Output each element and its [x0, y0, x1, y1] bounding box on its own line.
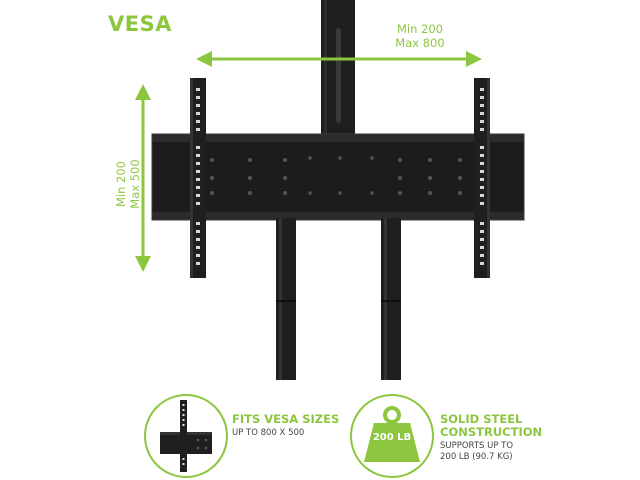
weight-feature-badge: 200 LB [350, 394, 434, 478]
vesa-title: VESA [108, 12, 172, 36]
support-poles [276, 218, 401, 380]
plate-holes [210, 156, 462, 195]
horizontal-min-label: Min 200 [396, 22, 443, 36]
vertical-dimension-arrow [135, 84, 151, 272]
vesa-bracket-icon [160, 400, 212, 472]
steel-feature-description-line1: SUPPORTS UP TO [440, 441, 514, 451]
vesa-feature-title: FITS VESA SIZES [232, 412, 340, 426]
horizontal-dimension-label: Min 200 Max 800 [380, 22, 460, 50]
weight-icon-label: 200 LB [372, 432, 412, 443]
weight-icon [364, 406, 420, 462]
steel-feature-description: SUPPORTS UP TO 200 LB (90.7 KG) [440, 441, 513, 463]
steel-feature-title: SOLID STEEL CONSTRUCTION [440, 413, 542, 439]
vesa-feature-badge [144, 394, 228, 478]
vesa-feature-description: UP TO 800 X 500 [232, 428, 305, 438]
horizontal-max-label: Max 800 [395, 36, 445, 50]
steel-feature-description-line2: 200 LB (90.7 KG) [440, 452, 513, 462]
mount-plate [151, 133, 525, 221]
steel-feature-title-line1: SOLID STEEL [440, 412, 523, 426]
horizontal-dimension-arrow [196, 51, 482, 67]
right-bracket-holes [480, 88, 484, 265]
center-column [321, 0, 355, 140]
steel-feature-title-line2: CONSTRUCTION [440, 425, 543, 439]
left-bracket-holes [196, 88, 200, 265]
